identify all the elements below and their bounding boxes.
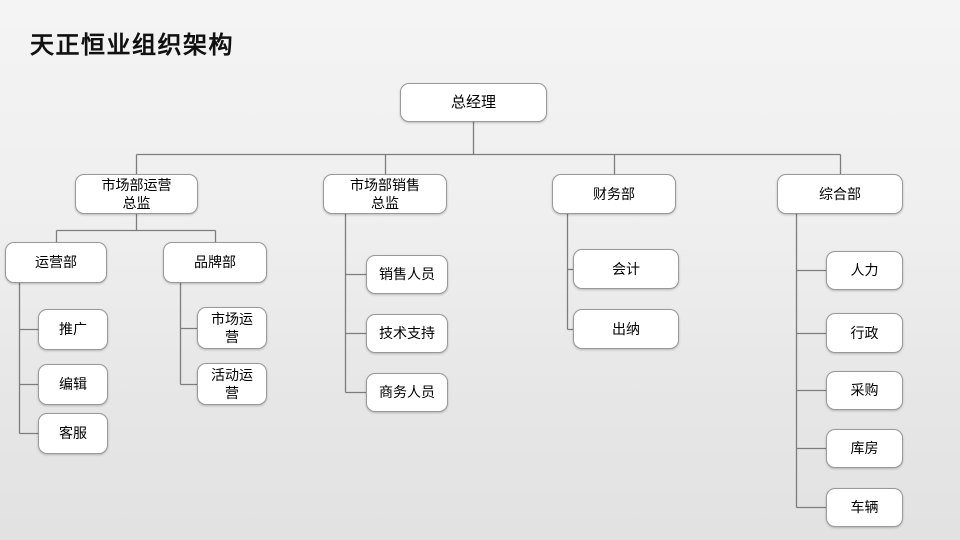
node-human-resources: 人力 — [826, 251, 903, 290]
node-procurement: 采购 — [826, 371, 903, 410]
node-general-affairs-dept: 综合部 — [777, 174, 903, 214]
node-promotion: 推广 — [38, 309, 108, 350]
node-customer-service: 客服 — [38, 413, 108, 454]
node-sales-staff: 销售人员 — [366, 255, 448, 294]
node-brand-dept: 品牌部 — [163, 242, 267, 283]
node-operations-dept: 运营部 — [5, 242, 107, 283]
node-administration: 行政 — [826, 313, 903, 353]
node-marketing-sales-director: 市场部销售 总监 — [323, 174, 447, 214]
node-event-operations: 活动运 营 — [197, 363, 267, 405]
node-cashier: 出纳 — [573, 309, 679, 349]
node-editing: 编辑 — [38, 364, 108, 405]
node-warehouse: 库房 — [826, 429, 903, 468]
page-title: 天正恒业组织架构 — [30, 32, 234, 59]
node-vehicles: 车辆 — [826, 488, 903, 527]
node-marketing-operations-director: 市场部运营 总监 — [75, 174, 198, 214]
node-general-manager: 总经理 — [400, 83, 547, 122]
node-business-staff: 商务人员 — [366, 373, 448, 412]
node-accounting: 会计 — [573, 249, 679, 289]
node-market-operations: 市场运 营 — [197, 307, 267, 349]
node-finance-dept: 财务部 — [552, 174, 676, 214]
node-technical-support: 技术支持 — [366, 314, 448, 353]
